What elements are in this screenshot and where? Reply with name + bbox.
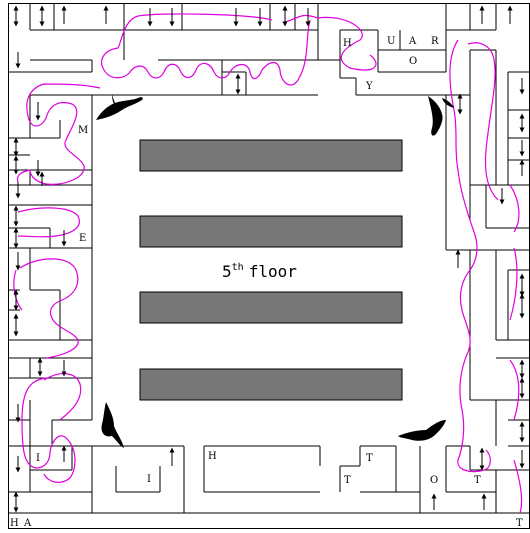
room-letter: Y [365,81,373,92]
top-rooms [8,3,497,96]
floor-suffix: th [232,262,244,273]
room-letter: M [78,125,88,136]
room-letter: I [147,474,151,485]
goose-icon [398,420,446,441]
room-letter: I [36,453,40,464]
bench-1 [139,139,403,172]
floor-number: 5 [222,262,232,281]
room-letter: R [431,36,439,47]
goose-icon [428,96,454,136]
bench-2 [139,215,403,248]
room-letter: O [430,475,438,486]
benches [139,139,403,401]
path-left [13,83,101,483]
room-letter: H [343,38,352,49]
path-top [101,13,377,86]
geese [96,94,454,448]
room-letter: H [208,451,217,462]
room-letter: T [344,475,351,486]
room-letter: E [79,233,86,244]
room-letter: U [387,36,395,47]
bench-4 [139,368,403,401]
goose-icon [96,94,143,120]
room-letter: T [474,475,481,486]
left-rooms [8,94,93,513]
room-letter: T [516,518,523,529]
floor-word: floor [249,262,298,281]
right-rooms [445,49,530,471]
room-letter: A [408,36,417,47]
room-letter: H [10,518,19,529]
door-arrows [13,5,525,513]
bench-3 [139,291,403,324]
room-letter: O [409,56,417,67]
room-letter: A [23,518,32,529]
path-right [449,39,523,514]
bottom-rooms [92,445,497,513]
room-letter: T [366,453,373,464]
goose-icon [101,402,124,448]
